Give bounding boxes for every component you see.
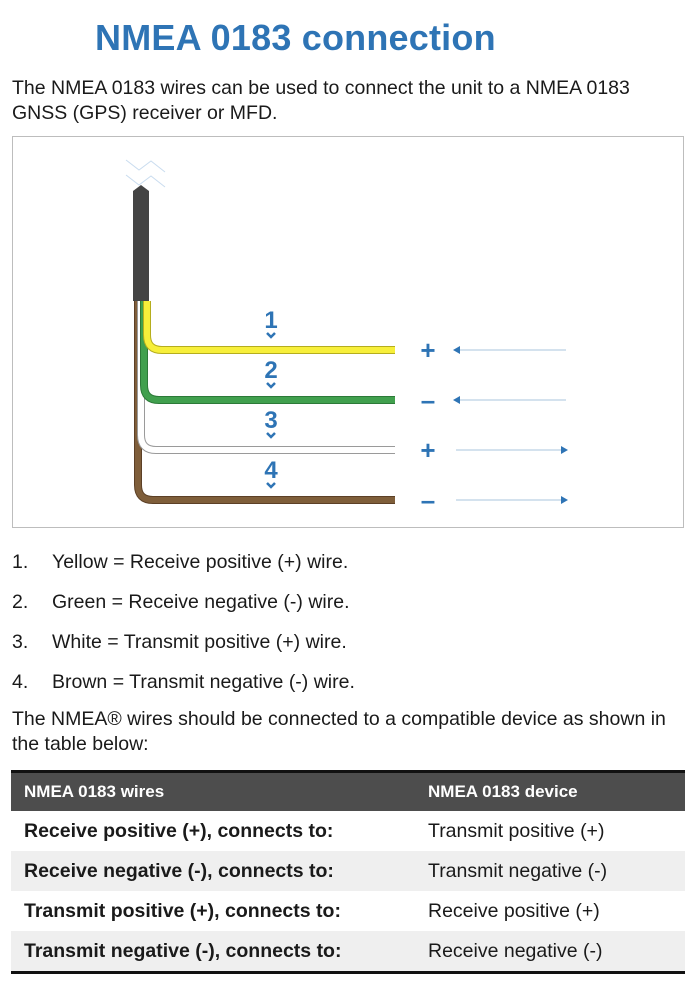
- table-cell-wire: Receive positive (+), connects to:: [24, 819, 334, 842]
- connection-table: NMEA 0183 wires NMEA 0183 device Receive…: [11, 770, 685, 974]
- wiring-diagram: 1 2 3 4 + – + –: [12, 136, 684, 528]
- table-cell-device: Transmit negative (-): [415, 851, 685, 891]
- table-header-wires: NMEA 0183 wires: [11, 771, 415, 811]
- chevron-down-icon: [266, 482, 276, 489]
- list-text: Brown = Transmit negative (-) wire.: [52, 671, 355, 693]
- chevron-down-icon: [266, 382, 276, 389]
- arrow-right-icon: [561, 446, 568, 454]
- wire-brown-fill: [135, 301, 395, 503]
- table-row: Receive negative (-), connects to: Trans…: [11, 851, 685, 891]
- wire-number-label: 3: [264, 407, 277, 434]
- table-cell-wire: Transmit negative (-), connects to:: [11, 931, 415, 973]
- page-title: NMEA 0183 connection: [95, 17, 496, 58]
- wire-number-label: 4: [264, 457, 278, 484]
- list-number: 3.: [12, 631, 29, 653]
- list-item: 3. White = Transmit positive (+) wire.: [12, 628, 355, 668]
- table-cell-device: Receive positive (+): [428, 899, 600, 922]
- list-item: 1. Yellow = Receive positive (+) wire.: [12, 548, 355, 588]
- list-text: White = Transmit positive (+) wire.: [52, 631, 347, 653]
- list-number: 4.: [12, 671, 29, 693]
- arrow-right-icon: [561, 496, 568, 504]
- list-number: 2.: [12, 591, 29, 613]
- arrow-left-icon: [453, 396, 460, 404]
- wiring-diagram-svg: 1 2 3 4 + – + –: [125, 159, 568, 515]
- minus-icon: –: [421, 485, 435, 515]
- table-header-row: NMEA 0183 wires NMEA 0183 device: [11, 771, 685, 811]
- table-row: Receive positive (+), connects to: Trans…: [11, 811, 685, 851]
- list-item: 2. Green = Receive negative (-) wire.: [12, 588, 355, 628]
- connection-note: The NMEA® wires should be connected to a…: [12, 708, 666, 755]
- table-row: Transmit negative (-), connects to: Rece…: [11, 931, 685, 973]
- list-text: Green = Receive negative (-) wire.: [52, 591, 350, 613]
- table-row: Transmit positive (+), connects to: Rece…: [11, 891, 685, 931]
- wire-number-label: 1: [264, 307, 277, 334]
- chevron-down-icon: [266, 432, 276, 439]
- wire-color-list: 1. Yellow = Receive positive (+) wire. 2…: [12, 548, 355, 708]
- list-item: 4. Brown = Transmit negative (-) wire.: [12, 668, 355, 708]
- table-cell-wire: Transmit positive (+), connects to:: [24, 899, 341, 922]
- wire-green-fill: [141, 301, 395, 403]
- list-text: Yellow = Receive positive (+) wire.: [52, 551, 349, 573]
- minus-icon: –: [421, 385, 435, 415]
- cable-break-icon: [125, 159, 166, 188]
- chevron-down-icon: [266, 332, 276, 339]
- arrow-left-icon: [453, 346, 460, 354]
- intro-paragraph: The NMEA 0183 wires can be used to conne…: [12, 77, 630, 124]
- wire-number-label: 2: [264, 357, 277, 384]
- table-cell-device: Transmit positive (+): [428, 819, 605, 842]
- table-cell-device: Receive negative (-): [415, 931, 685, 973]
- plus-icon: +: [420, 435, 435, 465]
- table-header-device: NMEA 0183 device: [415, 771, 685, 811]
- wire-white-fill: [138, 301, 395, 453]
- cable-sheath: [133, 185, 149, 301]
- plus-icon: +: [420, 335, 435, 365]
- wire-yellow-fill: [144, 301, 395, 353]
- table-cell-wire: Receive negative (-), connects to:: [11, 851, 415, 891]
- list-number: 1.: [12, 551, 29, 573]
